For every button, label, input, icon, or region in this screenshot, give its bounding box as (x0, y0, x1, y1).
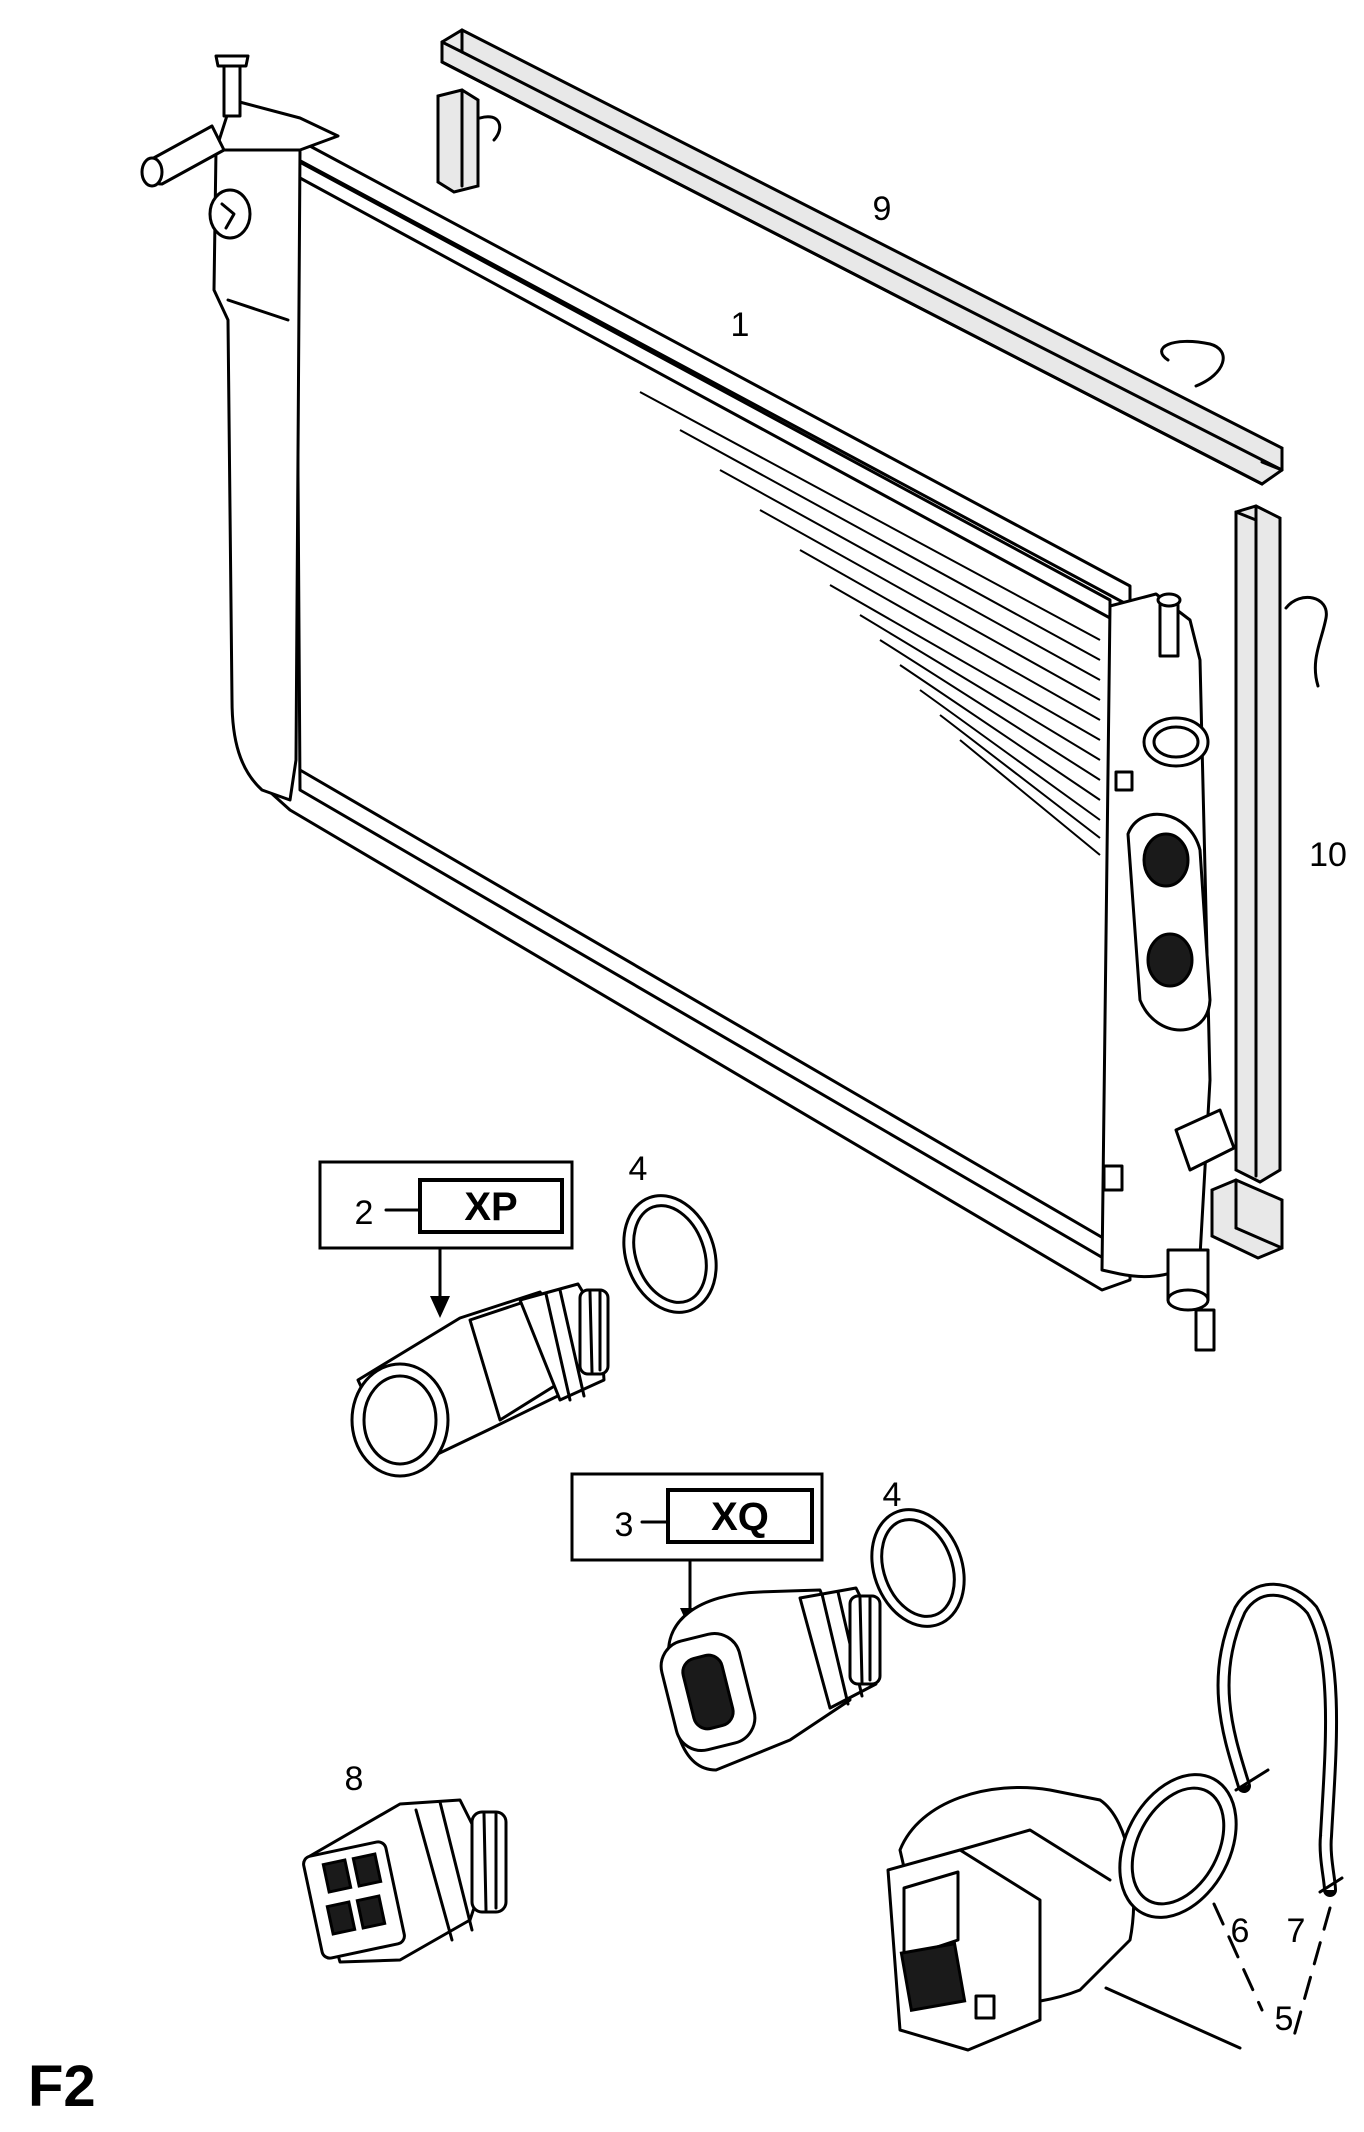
callout-9: 9 (873, 190, 892, 228)
xq-frame (570, 1472, 824, 1562)
radiator-right-tank (1100, 592, 1236, 1352)
upper-pad (436, 88, 502, 194)
callout-7: 7 (1287, 1912, 1306, 1950)
callout-2: 2 (355, 1194, 374, 1232)
sealing-ring-upper: 4 (622, 1150, 718, 1314)
callout-1: 1 (731, 306, 750, 344)
top-seal-strip (440, 28, 1284, 486)
callout-4-upper: 4 (629, 1150, 648, 1188)
callout-6: 6 (1231, 1912, 1250, 1950)
xp-arrow (430, 1296, 450, 1318)
xp-tag: XP (464, 1185, 517, 1229)
coolant-switch-xp: XP 2 (318, 1160, 610, 1478)
coolant-switch-xq: XQ 3 (570, 1472, 882, 1772)
xq-tag-box (666, 1488, 814, 1544)
leader-lines (1104, 1902, 1332, 2050)
core-fins (639, 391, 1101, 856)
callout-3: 3 (615, 1506, 634, 1544)
retaining-clip (1216, 1582, 1344, 1897)
figure-label: F2 (28, 2054, 96, 2119)
callout-5: 5 (1275, 2000, 1294, 2038)
xp-frame (318, 1160, 574, 1250)
xp-tag-box (418, 1178, 564, 1234)
callout-4-lower: 4 (883, 1476, 902, 1514)
lower-pad (1210, 1178, 1284, 1260)
top-strip-clip (1160, 339, 1225, 388)
callout-10: 10 (1309, 836, 1347, 874)
radiator-left-tank (140, 54, 340, 802)
sensor-sealing-ring (1118, 1773, 1238, 1919)
side-seal-strip (1234, 504, 1328, 1184)
xq-tag: XQ (711, 1495, 769, 1539)
coolant-switch-small: 8 (302, 1760, 508, 1964)
sealing-ring-lower: 4 (870, 1476, 966, 1628)
callout-8: 8 (345, 1760, 364, 1798)
temperature-sensor (886, 1786, 1136, 2052)
